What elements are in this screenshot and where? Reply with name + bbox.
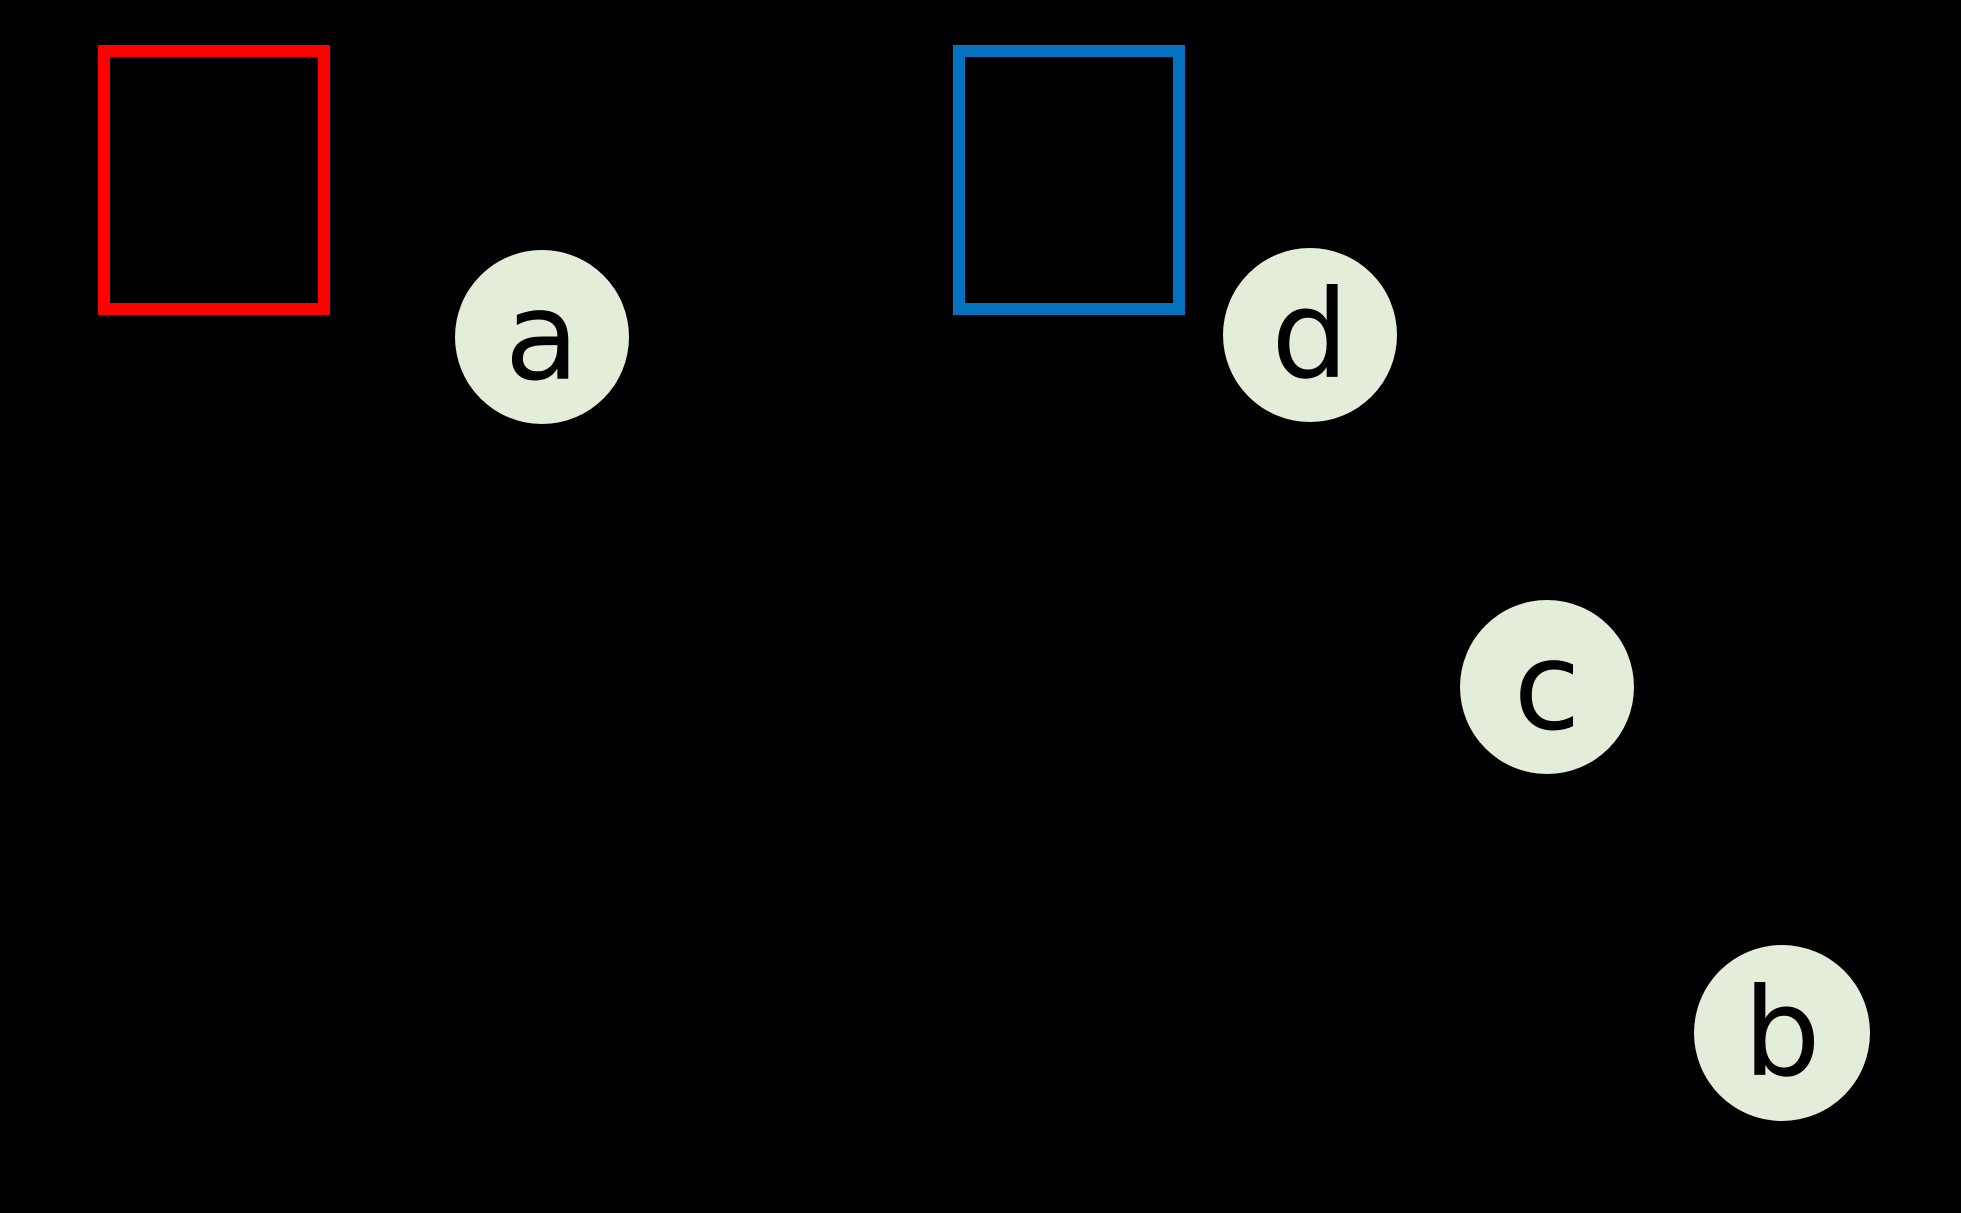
red-rectangle[interactable] (98, 45, 330, 315)
circle-token-b[interactable]: b (1694, 945, 1870, 1121)
circle-label-c: c (1513, 616, 1581, 758)
blue-rectangle[interactable] (953, 45, 1185, 315)
circle-token-c[interactable]: c (1460, 600, 1634, 774)
circle-token-a[interactable]: a (455, 250, 629, 424)
circle-label-a: a (504, 266, 580, 408)
circle-token-d[interactable]: d (1223, 248, 1397, 422)
circle-label-d: d (1271, 264, 1349, 406)
circle-label-b: b (1743, 962, 1821, 1104)
